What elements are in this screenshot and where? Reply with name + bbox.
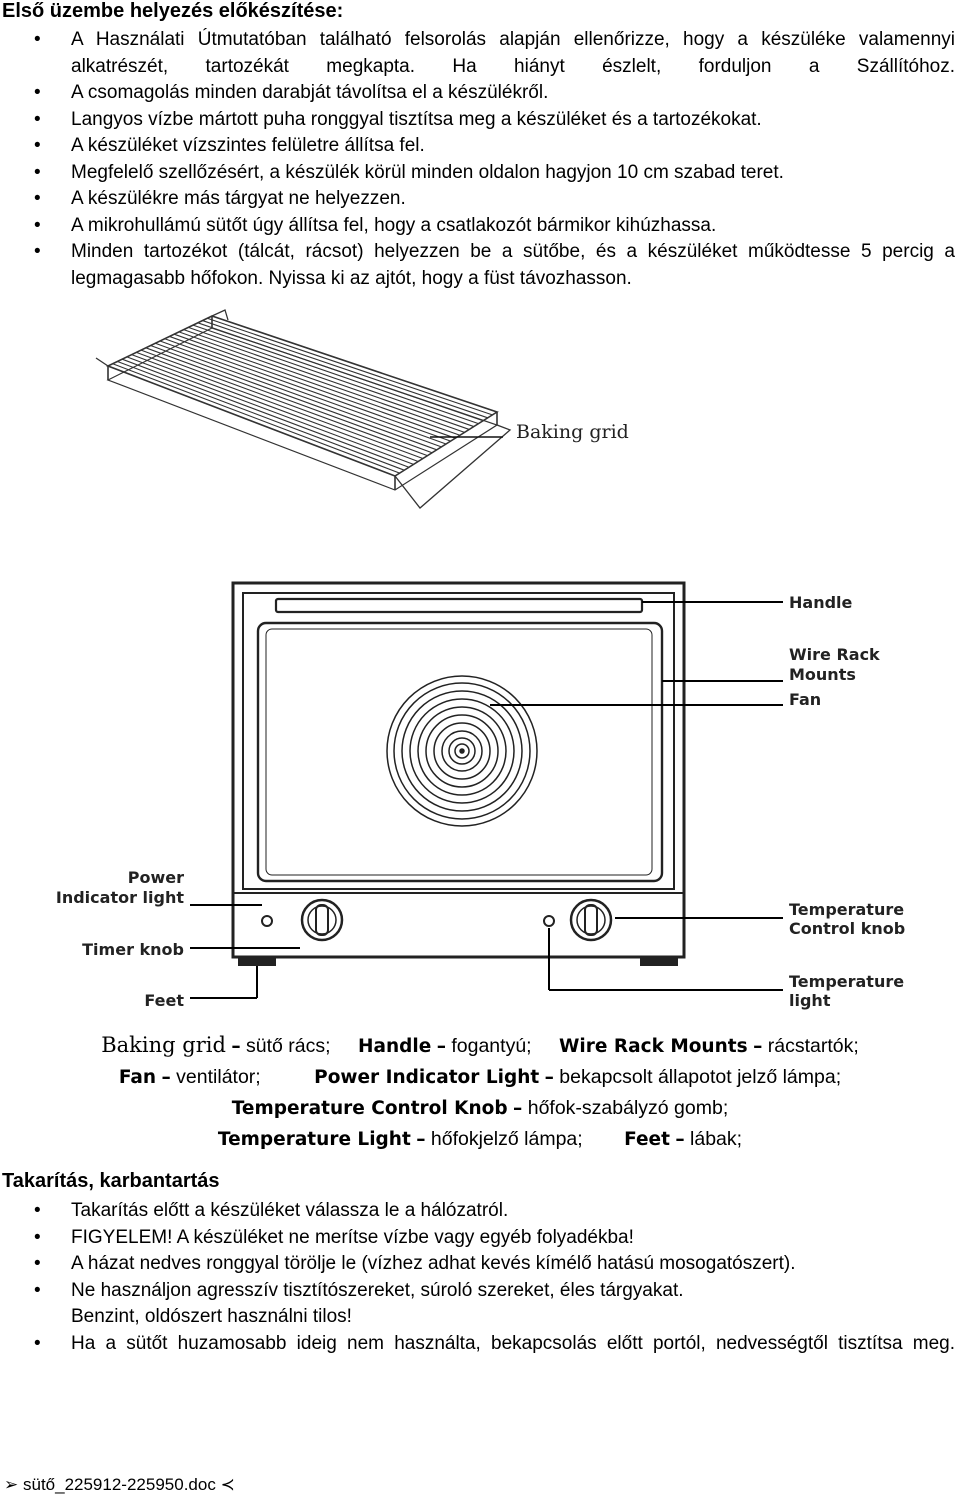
list-item: A házat nedves ronggyal törölje le (vízh… — [0, 1251, 955, 1278]
oven-diagram: Baking grid — [56, 309, 905, 1010]
oven-illustration — [231, 581, 686, 959]
wire-rack-label-1: Wire Rack — [789, 645, 880, 664]
foot-right — [640, 957, 678, 966]
list-item: Takarítás előtt a készüléket válassza le… — [0, 1198, 955, 1225]
list-item: A mikrohullámú sütőt úgy állítsa fel, ho… — [0, 213, 955, 240]
legend-baking-grid-term: Baking grid — [101, 1033, 226, 1057]
legend-feet-term: Feet — [624, 1129, 670, 1150]
footer-filename: sütő_225912-225950.doc — [22, 1475, 216, 1494]
legend-row: Temperature Control Knob – hőfok-szabály… — [0, 1093, 960, 1124]
handle-label: Handle — [789, 593, 853, 612]
section-title-cleaning: Takarítás, karbantartás — [2, 1170, 220, 1192]
legend-baking-grid-desc: sütő rács; — [246, 1035, 331, 1057]
legend-dash: – — [161, 1067, 171, 1088]
legend-wire-rack-desc: rácstartók; — [767, 1035, 859, 1057]
list-item: A készüléket vízszintes felületre állíts… — [0, 133, 955, 160]
legend-dash: – — [675, 1129, 685, 1150]
legend-temp-light-desc: hőfokjelző lámpa; — [430, 1128, 583, 1150]
legend-power-term: Power Indicator Light — [314, 1067, 540, 1088]
legend-dash: – — [416, 1129, 426, 1150]
power-light-icon — [261, 915, 273, 927]
legend-handle-desc: fogantyú; — [451, 1035, 532, 1057]
list-item: Ne használjon agresszív tisztítószereket… — [0, 1278, 955, 1331]
arrow-left-icon: ≺ — [220, 1475, 235, 1494]
legend-row: Fan – ventilátor; Power Indicator Light … — [0, 1062, 960, 1093]
fan-label: Fan — [789, 690, 821, 709]
setup-list: A Használati Útmutatóban található felso… — [0, 27, 955, 292]
legend-fan-term: Fan — [118, 1067, 157, 1088]
temp-control-label-1: Temperature — [789, 900, 904, 919]
section-title-setup: Első üzembe helyezés előkészítése: — [2, 0, 344, 22]
baking-grid-illustration — [95, 309, 512, 509]
power-label-1: Power — [128, 868, 184, 887]
list-item: A készülékre más tárgyat ne helyezzen. — [0, 186, 955, 213]
baking-grid-label: Baking grid — [516, 421, 629, 443]
wire-rack-label-2: Mounts — [789, 665, 856, 684]
legend-temp-control-desc: hőfok-szabályzó gomb; — [527, 1097, 729, 1119]
list-item: FIGYELEM! A készüléket ne merítse vízbe … — [0, 1225, 955, 1252]
list-item-text: Ne használjon agresszív tisztítószereket… — [71, 1279, 684, 1301]
legend-power-desc: bekapcsolt állapotot jelző lámpa; — [559, 1066, 842, 1088]
arrow-right-icon: ➢ — [4, 1475, 19, 1494]
timer-knob-icon — [300, 898, 344, 942]
feet-label: Feet — [144, 991, 184, 1010]
legend-row: Baking grid – sütő rács; Handle – fogant… — [0, 1030, 960, 1062]
legend-wire-rack-term: Wire Rack Mounts — [559, 1036, 748, 1057]
legend: Baking grid – sütő rács; Handle – fogant… — [0, 1030, 960, 1155]
list-item: Minden tartozékot (tálcát, rácsot) helye… — [0, 239, 955, 292]
legend-dash: – — [436, 1036, 446, 1057]
legend-fan-desc: ventilátor; — [176, 1066, 261, 1088]
temp-control-label-2: Control knob — [789, 919, 905, 938]
list-item-continuation: Benzint, oldószert használni tilos! — [71, 1306, 352, 1327]
legend-feet-desc: lábak; — [690, 1128, 743, 1150]
legend-temp-light-term: Temperature Light — [217, 1129, 411, 1150]
list-item: Megfelelő szellőzésért, a készülék körül… — [0, 160, 955, 187]
legend-dash: – — [753, 1036, 763, 1057]
legend-row: Temperature Light – hőfokjelző lámpa; Fe… — [0, 1124, 960, 1155]
list-item: A Használati Útmutatóban található felso… — [0, 27, 955, 80]
temperature-light-icon — [543, 915, 555, 927]
list-item: Ha a sütőt huzamosabb ideig nem használt… — [0, 1331, 955, 1358]
legend-handle-term: Handle — [357, 1036, 432, 1057]
legend-dash: – — [231, 1036, 241, 1057]
legend-temp-control-term: Temperature Control Knob — [231, 1098, 508, 1119]
temp-light-label-1: Temperature — [789, 972, 904, 991]
foot-left — [238, 957, 276, 966]
legend-dash: – — [513, 1098, 523, 1119]
timer-label: Timer knob — [82, 940, 184, 959]
temp-light-label-2: light — [789, 991, 831, 1010]
power-label-2: Indicator light — [56, 888, 184, 907]
legend-dash: – — [544, 1067, 554, 1088]
list-item: Langyos vízbe mártott puha ronggyal tisz… — [0, 107, 955, 134]
cleaning-list: Takarítás előtt a készüléket válassza le… — [0, 1198, 955, 1357]
footer: ➢ sütő_225912-225950.doc ≺ — [4, 1475, 235, 1495]
temperature-knob-icon — [569, 898, 613, 942]
list-item: A csomagolás minden darabját távolítsa e… — [0, 80, 955, 107]
fan-icon — [386, 675, 538, 827]
